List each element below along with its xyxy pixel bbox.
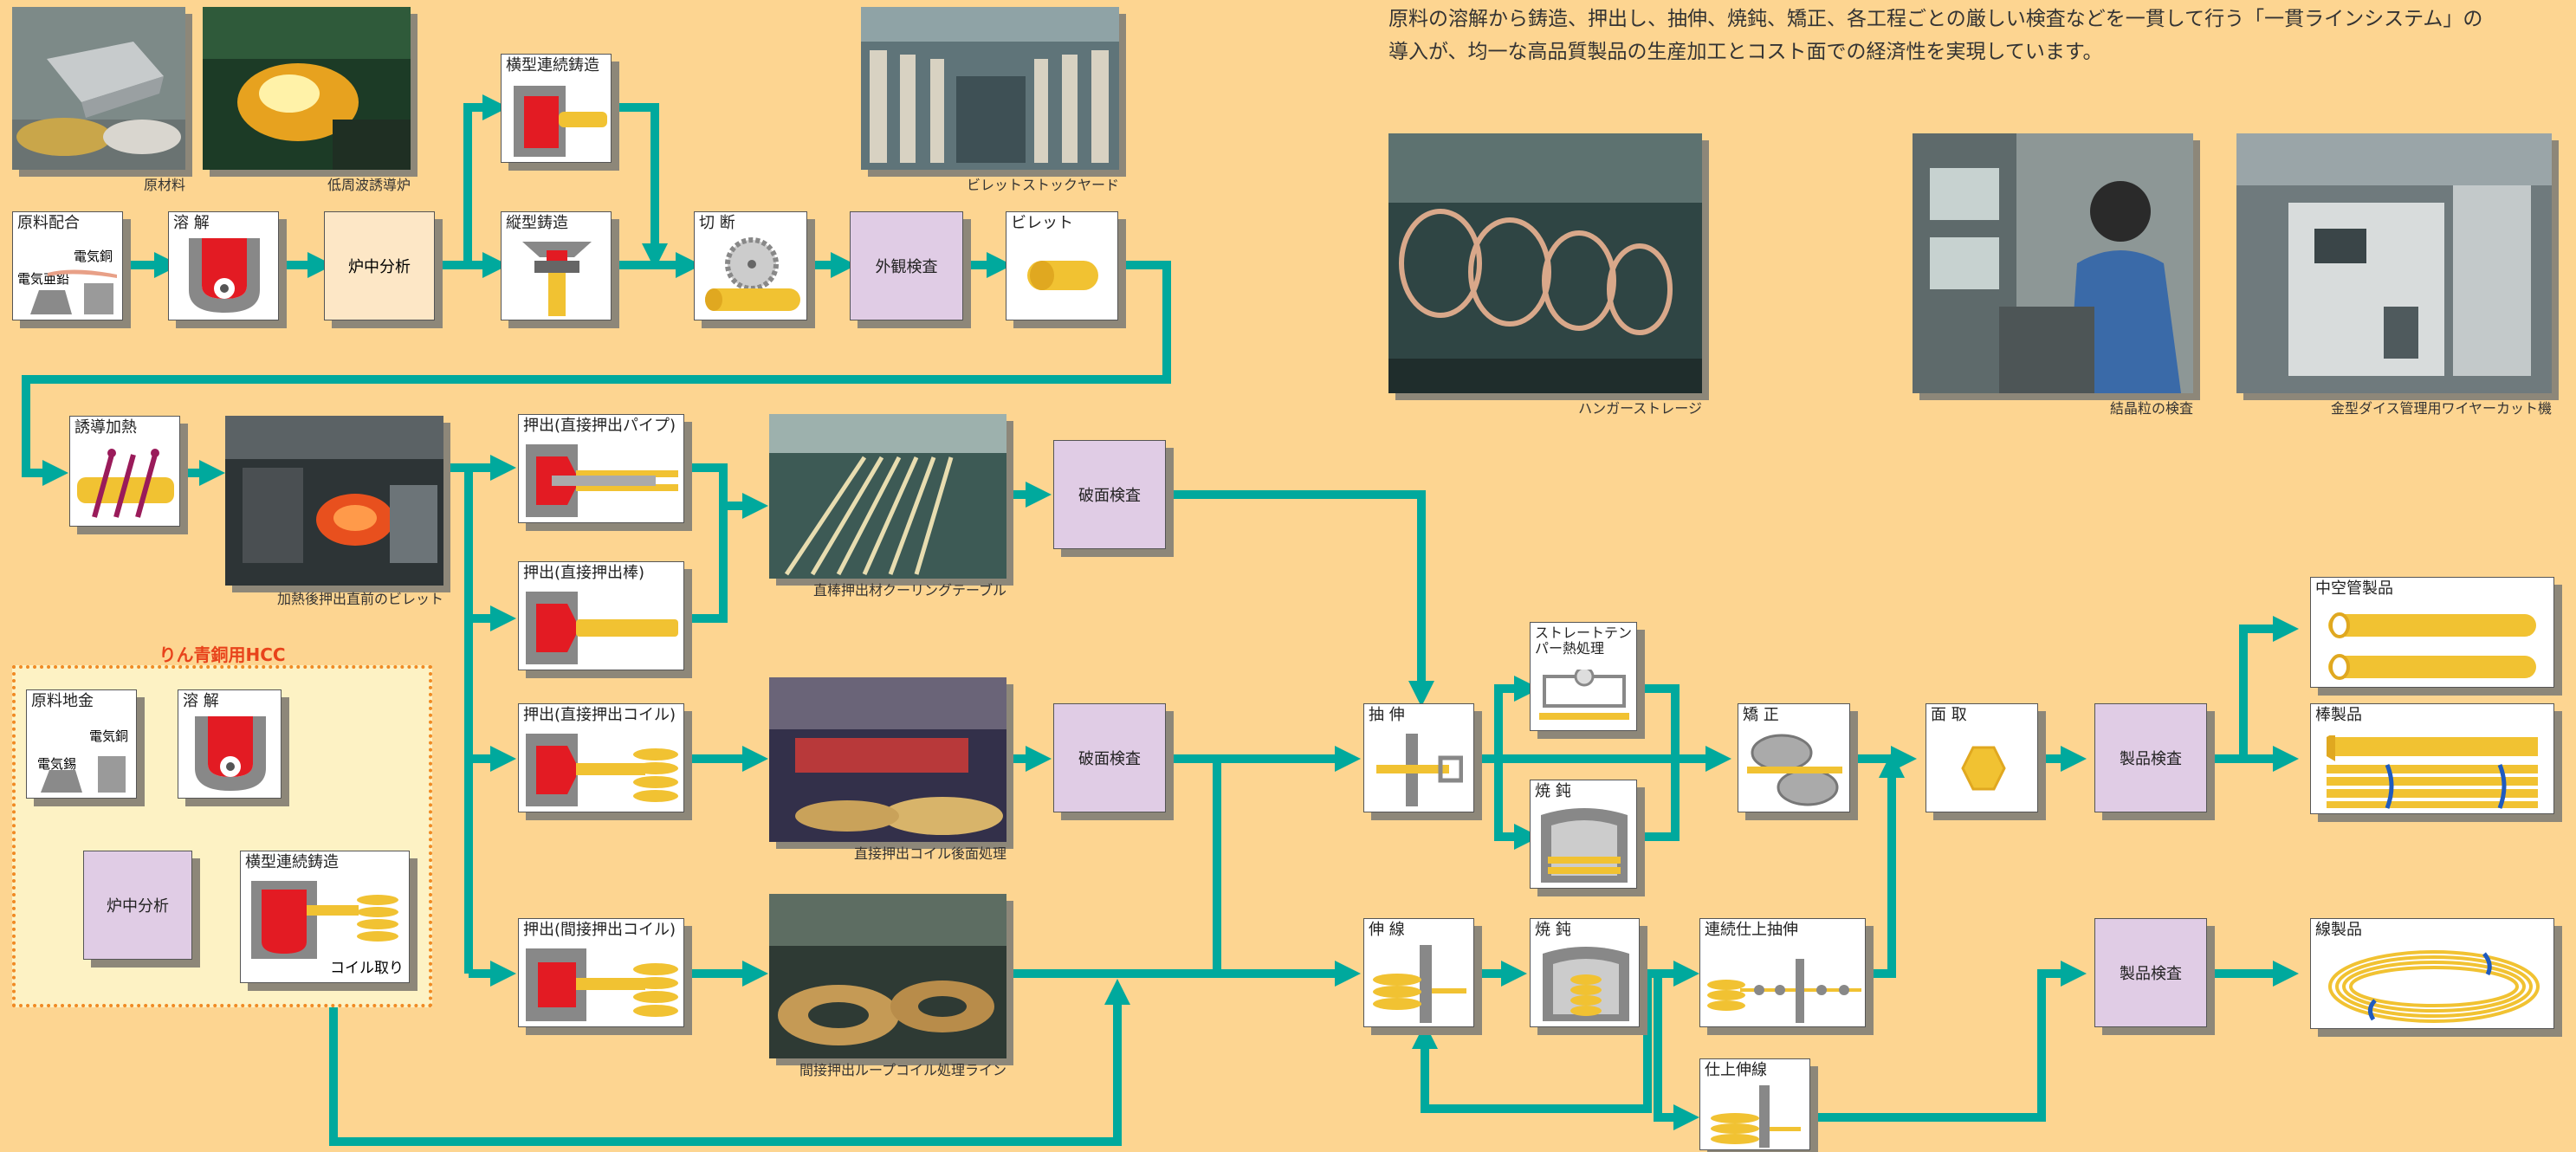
- photo-grain-inspection: [1913, 133, 2193, 393]
- hexagon-icon: [1961, 746, 2006, 791]
- hcc-node-horizontal-cast: 横型連続鋳造 コイル取り: [240, 851, 410, 983]
- caption-cooling-table: 直棒押出材クーリングテーブル: [812, 582, 1006, 599]
- extrusion-pipe-icon: [526, 444, 678, 517]
- heating-coil-icon: [77, 449, 174, 518]
- node-wire-draw: 伸 線: [1363, 918, 1474, 1027]
- straightening-roll-icon: [1747, 734, 1842, 806]
- arrow-billet-heating: [22, 261, 1171, 486]
- node-rod-product: 棒製品: [2310, 703, 2554, 814]
- node-hollow-product: 中空管製品: [2310, 577, 2554, 688]
- intro-text: 原料の溶解から鋳造、押出し、抽伸、焼鈍、矯正、各工程ごとの厳しい検査などを一貫し…: [1388, 8, 2483, 63]
- hcc-crucible-icon: [195, 716, 266, 791]
- caption-heated-billet: 加熱後押出直前のビレット: [276, 591, 443, 607]
- hollow-tube-icon: [2328, 612, 2536, 680]
- caption-coil-post: 直接押出コイル後面処理: [853, 845, 1006, 862]
- continuous-draw-icon: [1707, 959, 1861, 1023]
- photo-raw-material: [12, 7, 185, 170]
- node-fracture-inspection-2: 破面検査: [1053, 703, 1166, 812]
- photo-hanger-storage: [1388, 133, 1702, 393]
- photo-cooling-table: [769, 414, 1006, 579]
- billet-icon: [1027, 261, 1098, 290]
- node-chamfer: 面 取: [1926, 703, 2038, 812]
- caption-billet-yard: ビレットストックヤード: [966, 177, 1119, 193]
- caption-wire-cut: 金型ダイス管理用ワイヤーカット機: [2330, 400, 2552, 417]
- node-product-inspection-2: 製品検査: [2094, 918, 2207, 1027]
- saw-icon: [705, 237, 800, 311]
- photo-induction-furnace: [203, 7, 411, 170]
- node-draw: 抽 伸: [1363, 703, 1474, 812]
- node-mix: 原料配合 電気銅 電気亜鉛: [12, 211, 123, 320]
- hcc-node-mix: 原料地金 電気銅 電気錫: [26, 689, 137, 799]
- node-straight-temper: ストレートテンパー熱処理: [1530, 622, 1637, 731]
- node-ext-coil: 押出(直接押出コイル): [518, 703, 684, 812]
- node-ext-rod: 押出(直接押出棒): [518, 561, 684, 670]
- arrow-to-horizontal-cast: [463, 94, 508, 265]
- indirect-extrusion-icon: [526, 948, 678, 1021]
- node-billet: ビレット: [1006, 211, 1118, 320]
- hcc-cast-coil-icon: [251, 881, 398, 959]
- anneal-coil-icon: [1543, 947, 1629, 1021]
- node-horizontal-cast: 横型連続鋳造: [501, 54, 612, 163]
- finish-wire-icon: [1711, 1085, 1801, 1148]
- node-furnace-analysis: 炉中分析: [324, 211, 435, 320]
- caption-grain-inspection: 結晶粒の検査: [2109, 400, 2193, 417]
- node-finish-wire: 仕上伸線: [1699, 1058, 1810, 1150]
- node-ext-pipe: 押出(直接押出パイプ): [518, 414, 684, 523]
- photo-coil-post: [769, 677, 1006, 842]
- node-product-inspection-1: 製品検査: [2094, 703, 2207, 812]
- rod-bundle-icon: [2327, 735, 2538, 809]
- photo-wire-cut: [2236, 133, 2552, 393]
- extrusion-rod-icon: [526, 592, 678, 664]
- hcc-node-melt: 溶 解: [178, 689, 282, 799]
- node-wire-product: 線製品: [2310, 918, 2554, 1029]
- ingot-icon: [30, 269, 117, 314]
- photo-heated-billet: [225, 416, 443, 586]
- wire-coil-icon: [2328, 950, 2540, 1023]
- caption-indirect-coil-line: 間接押出ループコイル処理ライン: [799, 1062, 1006, 1078]
- hcc-node-furnace-analysis: 炉中分析: [83, 851, 192, 960]
- node-continuous-finish: 連続仕上抽伸: [1699, 918, 1866, 1027]
- horizontal-cast-icon: [514, 86, 607, 157]
- drawing-die-icon: [1376, 734, 1463, 806]
- node-melt: 溶 解: [168, 211, 279, 320]
- anneal-furnace-icon: [1541, 808, 1628, 883]
- node-straighten: 矯 正: [1738, 703, 1850, 812]
- wire-draw-icon: [1373, 945, 1466, 1023]
- photo-indirect-coil-line: [769, 894, 1006, 1058]
- vertical-cast-icon: [522, 242, 592, 316]
- hcc-ingot-icon: [41, 756, 126, 793]
- caption-induction-furnace: 低周波誘導炉: [327, 177, 411, 193]
- hcc-title: りん青銅用HCC: [159, 644, 286, 665]
- arrow-hcc-return: [329, 979, 1130, 1146]
- node-cut: 切 断: [694, 211, 807, 320]
- node-induction-heating: 誘導加熱: [69, 416, 180, 527]
- node-anneal-1: 焼 鈍: [1530, 780, 1637, 889]
- node-anneal-2: 焼 鈍: [1530, 918, 1640, 1027]
- node-visual-inspection: 外観検査: [850, 211, 963, 320]
- caption-raw-material: 原材料: [143, 177, 185, 193]
- extrusion-coil-icon: [526, 734, 678, 806]
- crucible-icon: [189, 238, 260, 313]
- heat-treatment-icon: [1539, 670, 1629, 720]
- arrow-fracture1-draw: [1166, 490, 1434, 707]
- photo-billet-yard: [861, 7, 1119, 170]
- node-vertical-cast: 縦型鋳造: [501, 211, 612, 320]
- node-ext-indirect-coil: 押出(間接押出コイル): [518, 918, 684, 1027]
- node-fracture-inspection-1: 破面検査: [1053, 440, 1166, 549]
- caption-hanger-storage: ハンガーストレージ: [1578, 400, 1702, 417]
